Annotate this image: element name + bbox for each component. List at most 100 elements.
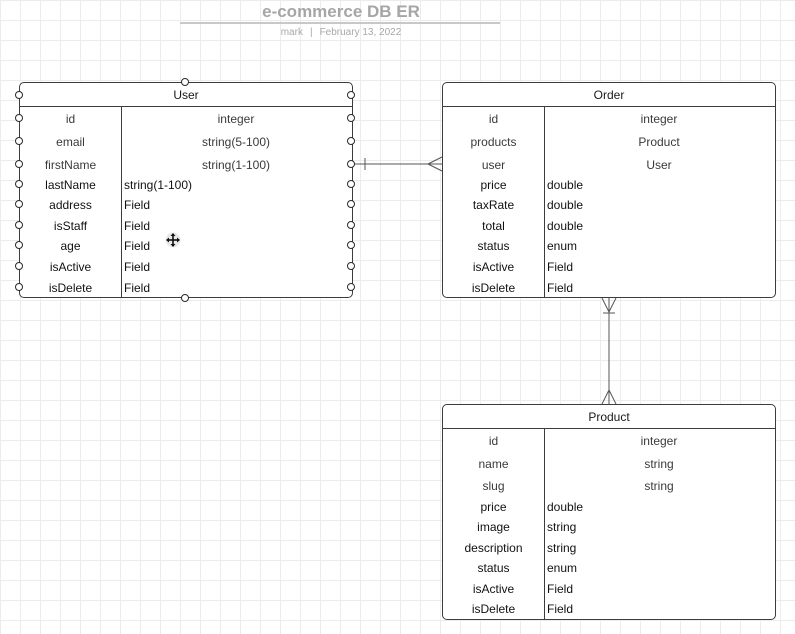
meta-separator: | [309,27,313,38]
entity-title[interactable]: User [20,83,352,107]
field-type: Field [124,219,151,233]
field-type: string [644,457,674,471]
connection-port-icon[interactable] [347,283,355,291]
field-type: Field [547,260,574,274]
field-type: string(1-100) [201,158,271,172]
field-list: id integer email string(5-100) firstName st… [20,107,352,297]
field-name: price [480,178,507,192]
connection-port-icon[interactable] [347,91,355,99]
connection-port-icon[interactable] [347,160,355,168]
field-type: Field [547,281,574,295]
field-type: Field [124,260,151,274]
crowfoot-right-bottom [608,389,617,405]
field-name: price [480,500,507,514]
connection-port-icon[interactable] [15,283,23,291]
field-name: firstName [44,158,97,172]
field-name: slug [482,479,505,493]
field-name: status [477,561,510,575]
document-author: mark [280,27,303,38]
field-name: description [464,541,523,555]
field-type: double [547,500,584,514]
connection-port-icon[interactable] [15,180,23,188]
field-type: Field [124,281,151,295]
entity-title[interactable]: Product [443,405,775,429]
column-divider [544,107,545,297]
field-type: double [547,198,584,212]
field-type: string [547,541,577,555]
column-divider [544,429,545,619]
connection-port-icon[interactable] [15,114,23,122]
connection-port-icon[interactable] [15,160,23,168]
field-type: string(5-100) [201,135,271,149]
field-type: integer [640,434,678,448]
connection-port-icon[interactable] [347,180,355,188]
connection-port-icon[interactable] [347,262,355,270]
field-type: Product [638,135,680,149]
connection-port-icon[interactable] [15,262,23,270]
field-name: email [56,135,85,149]
connection-port-icon[interactable] [347,221,355,229]
entity-title[interactable]: Order [443,83,775,107]
field-name: isStaff [53,219,88,233]
title-underline [180,22,500,24]
connection-port-icon[interactable] [181,294,189,302]
connection-port-icon[interactable] [181,78,189,86]
field-type: integer [217,112,255,126]
crowfoot-upper [427,156,443,165]
move-cursor-icon [165,232,181,248]
field-name: isDelete [471,602,516,616]
field-name: age [60,239,81,253]
field-type: User [646,158,672,172]
connection-port-icon[interactable] [15,221,23,229]
connection-port-icon[interactable] [347,241,355,249]
connection-port-icon[interactable] [347,200,355,208]
field-type: Field [124,198,151,212]
field-name: products [470,135,517,149]
user-order-relationship[interactable] [353,156,443,172]
field-type: double [547,178,584,192]
field-type: integer [640,112,678,126]
field-name: isActive [472,582,515,596]
field-name: total [482,219,505,233]
field-type: Field [124,239,151,253]
field-name: isActive [472,260,515,274]
entity-user[interactable]: User id integer email string(5-100) firstN… [19,82,353,298]
field-type: Field [547,582,574,596]
crowfoot-lower [427,163,443,172]
crowfoot-right-top [608,297,617,313]
field-name: id [65,112,76,126]
field-type: string [644,479,674,493]
column-divider [121,107,122,297]
field-name: address [49,198,92,212]
field-type: string [547,520,577,534]
field-name: lastName [45,178,96,192]
entity-order[interactable]: Order id integer products Product user User… [442,82,776,298]
field-name: isDelete [48,281,93,295]
document-title[interactable]: e-commerce DB ER [262,2,420,21]
connection-port-icon[interactable] [15,241,23,249]
field-name: taxRate [472,198,515,212]
order-product-relationship[interactable] [601,297,617,405]
document-header: e-commerce DB ER mark | February 13, 2022 [180,0,502,46]
document-date: February 13, 2022 [319,27,402,38]
field-name: id [488,112,499,126]
document-meta: mark | February 13, 2022 [180,27,502,38]
connection-port-icon[interactable] [15,91,23,99]
field-type: string(1-100) [124,178,193,192]
field-type: enum [547,239,578,253]
connection-port-icon[interactable] [15,200,23,208]
connection-port-icon[interactable] [347,114,355,122]
field-name: status [477,239,510,253]
field-type: Field [547,602,574,616]
crowfoot-left-top [601,297,610,313]
field-type: double [547,219,584,233]
connection-port-icon[interactable] [15,137,23,145]
field-list: id integer products Product user User price… [443,107,775,297]
field-name: isDelete [471,281,516,295]
field-name: user [481,158,506,172]
connection-port-icon[interactable] [347,137,355,145]
field-type: enum [547,561,578,575]
